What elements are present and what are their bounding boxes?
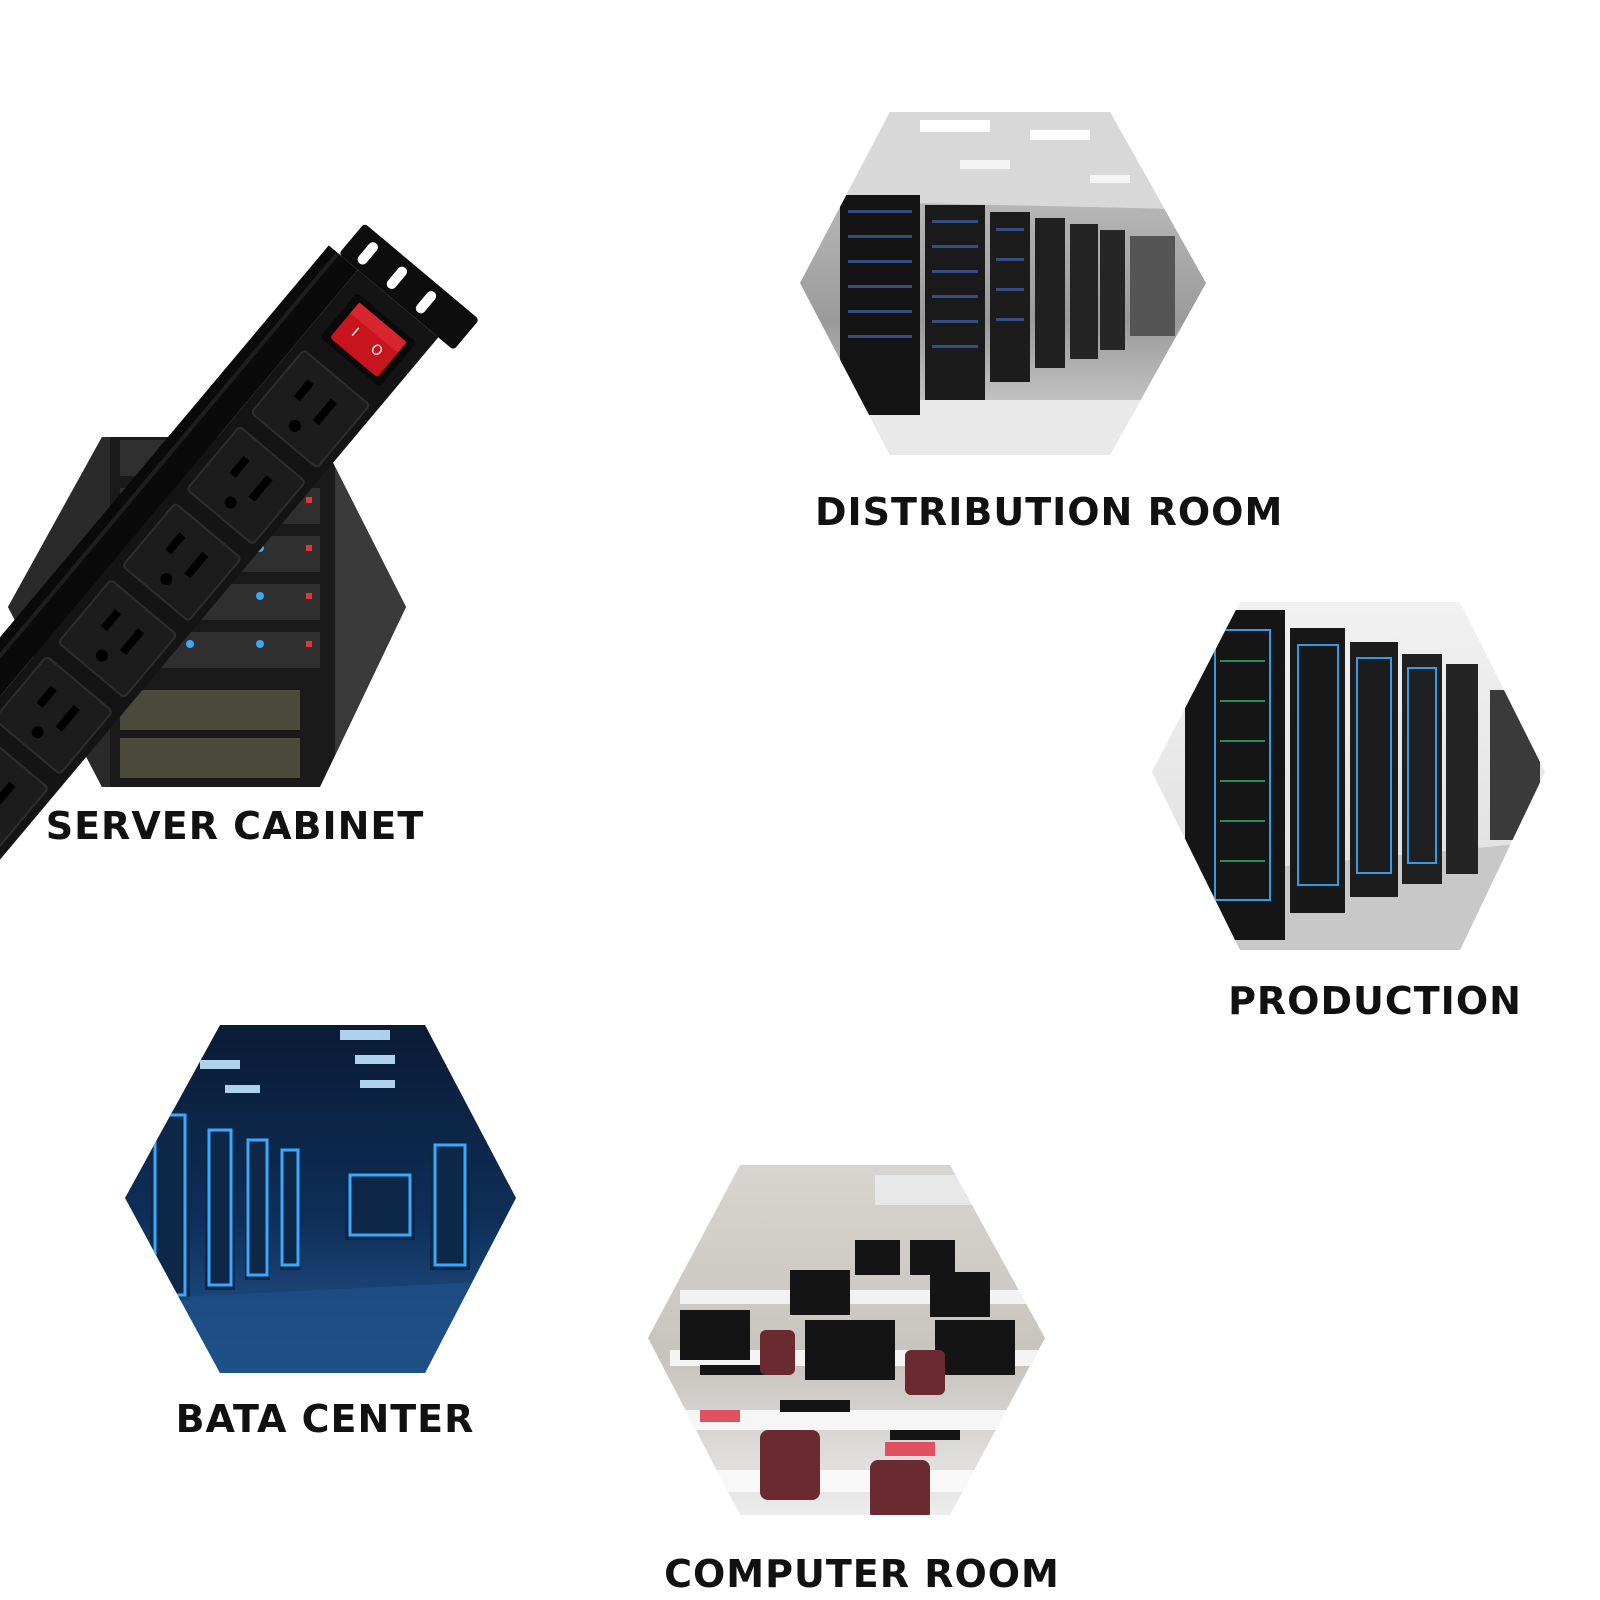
mounting-bracket-top — [340, 224, 478, 349]
computer-room-label: COMPUTER ROOM — [664, 1552, 1060, 1596]
server-rack-row — [840, 195, 1175, 415]
production-photo — [1152, 602, 1545, 950]
outlet[interactable] — [123, 503, 242, 621]
power-strip: I O — [0, 224, 478, 1433]
outlet[interactable] — [187, 426, 306, 544]
distribution-room-photo — [800, 112, 1206, 455]
computer-room-photo — [648, 1165, 1045, 1515]
outlet[interactable] — [0, 656, 113, 774]
distribution-room-label: DISTRIBUTION ROOM — [815, 490, 1284, 534]
bata-center-label: BATA CENTER — [175, 1397, 475, 1441]
outlet[interactable] — [251, 350, 370, 468]
bata-center-photo — [125, 1025, 516, 1373]
power-switch[interactable]: I O — [320, 293, 417, 388]
outlet[interactable] — [58, 580, 177, 698]
outlet[interactable] — [0, 733, 48, 851]
production-label: PRODUCTION — [1228, 979, 1522, 1023]
outlet-group — [0, 350, 370, 851]
server-cabinet-label: SERVER CABINET — [45, 804, 425, 848]
